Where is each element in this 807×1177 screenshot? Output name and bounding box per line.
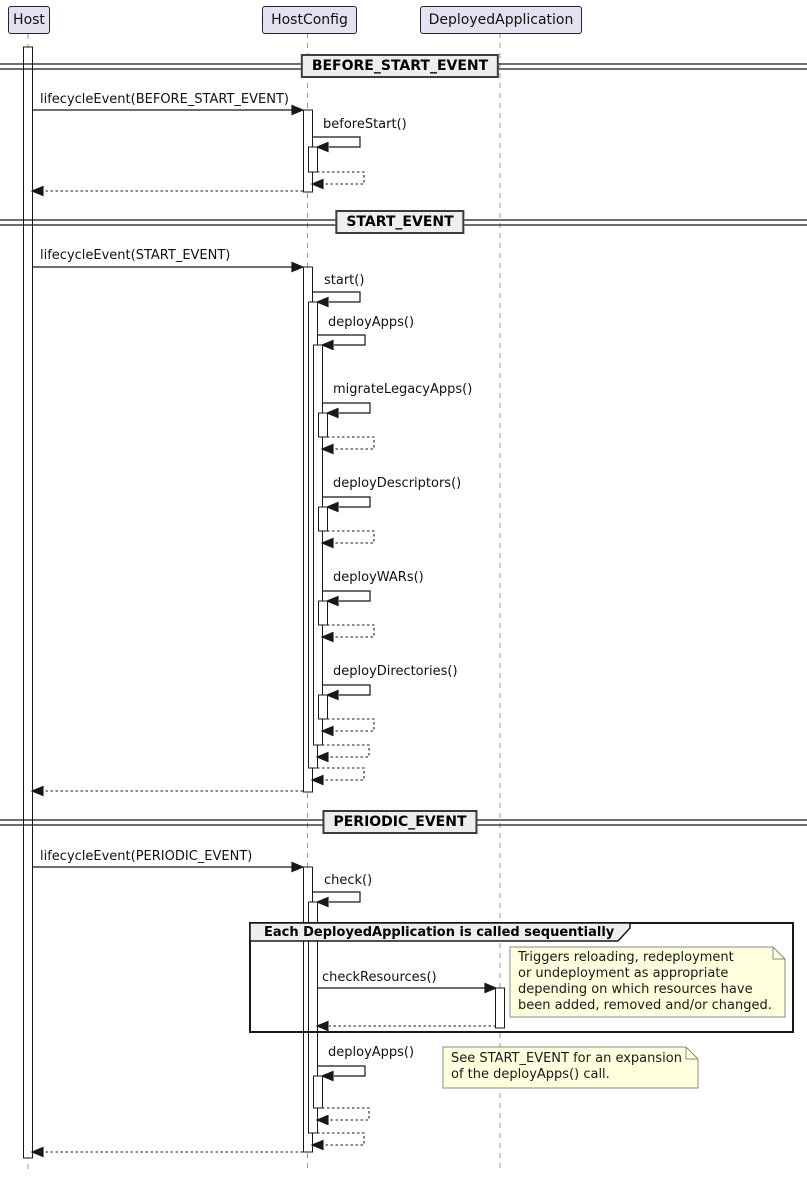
- deployedapplication-activation-checkresources: [495, 987, 505, 1029]
- arrow-deploywars-self: [322, 590, 371, 607]
- hostconfig-activation-migratelegacyapps: [318, 412, 328, 438]
- message-deploywars: deployWARs(): [333, 570, 424, 585]
- return-deploywars: [320, 624, 375, 643]
- note-line: of the deployApps() call.: [451, 1067, 610, 1082]
- hostconfig-activation-beforestart: [308, 146, 318, 173]
- message-start: start(): [324, 273, 365, 288]
- participant-deployedapplication: DeployedApplication: [420, 6, 582, 34]
- hostconfig-activation-deployapps-periodic: [313, 1075, 323, 1109]
- return-lifecycle-periodic: [30, 1146, 303, 1158]
- message-checkresources: checkResources(): [322, 970, 437, 985]
- arrow-deployapps-periodic-self: [317, 1065, 366, 1082]
- divider-lines: [0, 63, 807, 826]
- arrow-checkresources: [317, 982, 498, 994]
- activation-bars: [23, 46, 505, 1159]
- hostconfig-activation-deploydescriptors: [318, 506, 328, 532]
- note-deployapps-text: See START_EVENT for an expansion of the …: [451, 1051, 682, 1083]
- message-migratelegacyapps: migrateLegacyApps(): [333, 382, 473, 397]
- note-line: See START_EVENT for an expansion: [451, 1051, 682, 1066]
- divider-before-start-event: BEFORE_START_EVENT: [300, 54, 500, 78]
- note-line: or undeployment as appropriate: [518, 966, 729, 981]
- call-arrows: [32, 104, 498, 1082]
- message-check: check(): [324, 873, 373, 888]
- return-beforestart: [310, 171, 365, 190]
- hostconfig-activation-deployapps: [313, 344, 323, 746]
- note-line: Triggers reloading, redeployment: [518, 950, 734, 965]
- return-start: [310, 767, 365, 786]
- arrow-deployapps-self: [317, 334, 366, 351]
- hostconfig-activation-check: [308, 901, 318, 1134]
- arrow-deploydirectories-self: [322, 684, 371, 701]
- return-deploydirectories: [320, 718, 375, 737]
- message-lifecycle-before-start: lifecycleEvent(BEFORE_START_EVENT): [40, 92, 289, 107]
- arrow-lifecycle-periodic: [32, 861, 305, 873]
- return-deploydescriptors: [320, 530, 375, 549]
- arrow-beforestart-self: [312, 136, 361, 153]
- note-line: depending on which resources have: [518, 982, 753, 997]
- message-lifecycle-periodic: lifecycleEvent(PERIODIC_EVENT): [40, 849, 253, 864]
- divider-periodic-event: PERIODIC_EVENT: [322, 810, 478, 834]
- hostconfig-activation-deploydirectories: [318, 694, 328, 720]
- note-deployapps-shape: [442, 1046, 699, 1089]
- arrow-migratelegacyapps-self: [322, 402, 371, 419]
- message-lifecycle-start: lifecycleEvent(START_EVENT): [40, 248, 231, 263]
- return-lifecycle-before-start: [30, 185, 303, 197]
- arrow-lifecycle-start: [32, 261, 305, 273]
- message-beforestart: beforeStart(): [323, 117, 407, 132]
- note-checkresources-text: Triggers reloading, redeployment or unde…: [518, 950, 772, 1014]
- arrow-deploydescriptors-self: [322, 496, 371, 513]
- participant-host: Host: [8, 6, 50, 34]
- group-header-label: Each DeployedApplication is called seque…: [264, 925, 615, 940]
- hostconfig-activation-deploywars: [318, 600, 328, 626]
- return-arrows: [30, 171, 496, 1158]
- message-deployapps-start: deployApps(): [328, 315, 415, 330]
- arrow-check-self: [312, 891, 361, 908]
- return-check: [310, 1132, 365, 1151]
- message-deployapps-periodic: deployApps(): [328, 1045, 415, 1060]
- group-header-pentagon: [249, 922, 631, 942]
- return-lifecycle-start: [30, 785, 303, 797]
- group-frame: [249, 922, 794, 1033]
- return-deployapps: [315, 744, 370, 763]
- note-line: been added, removed and/or changed.: [518, 998, 772, 1013]
- note-checkresources-shape: [509, 946, 786, 1018]
- notes: [442, 946, 786, 1089]
- message-deploydescriptors: deployDescriptors(): [333, 476, 462, 491]
- return-migratelegacyapps: [320, 436, 375, 455]
- host-activation-bar: [23, 46, 33, 1159]
- divider-start-event: START_EVENT: [335, 210, 465, 234]
- return-checkresources: [315, 1020, 496, 1032]
- return-deployapps-periodic: [315, 1107, 370, 1126]
- message-deploydirectories: deployDirectories(): [333, 664, 458, 679]
- arrow-start-self: [312, 291, 361, 308]
- arrow-lifecycle-before-start: [32, 104, 305, 116]
- participant-hostconfig: HostConfig: [262, 6, 357, 34]
- lifelines: [27, 33, 501, 1172]
